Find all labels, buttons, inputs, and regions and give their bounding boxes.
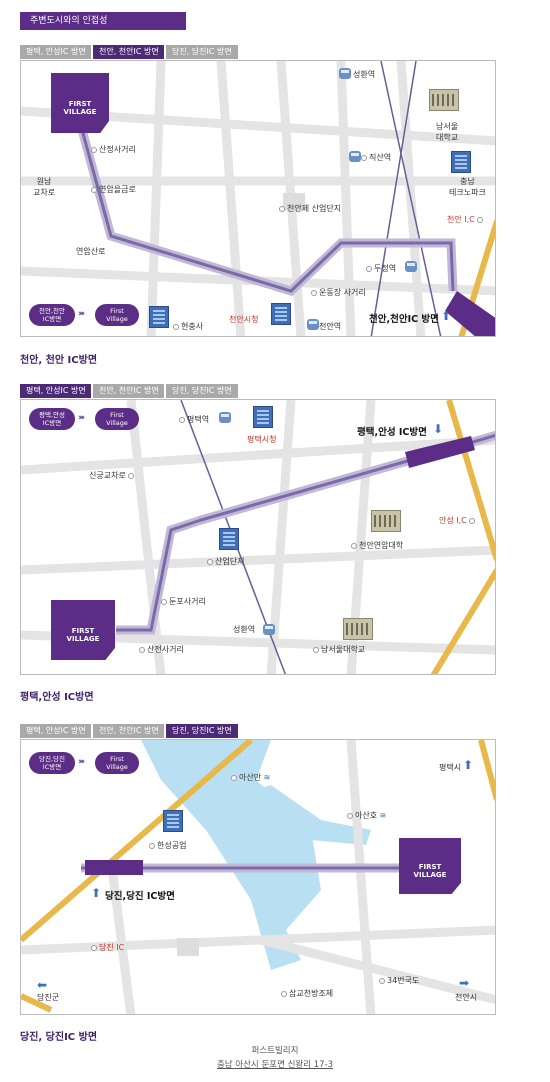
logo-text: FIRST VILLAGE bbox=[63, 100, 97, 116]
label-dujeong: 두정역 bbox=[366, 263, 396, 274]
label-dangjin-gun: 당진군 bbox=[37, 993, 60, 1002]
map-pyeongtaek: 평택,안성 IC방면 ››› First Village 평택역 평택시청 평택… bbox=[20, 399, 496, 675]
pill-first-village: First Village bbox=[95, 408, 139, 430]
label-seonghwan: 성환역 bbox=[233, 625, 256, 634]
train-icon bbox=[405, 261, 417, 272]
pill-from: 당진,당진 IC방면 bbox=[29, 752, 75, 774]
label-asan-bay: 아산만 ≋ bbox=[231, 772, 270, 783]
arrow-up-icon: ⬆ bbox=[91, 886, 102, 900]
label-wonnam: 원남 교차로 bbox=[33, 177, 56, 197]
tab-pyeongtaek[interactable]: 평택, 안성IC 방면 bbox=[20, 724, 91, 738]
tab-bar: 평택, 안성IC 방면 천안, 천안IC 방면 당진, 당진IC 방면 bbox=[20, 724, 238, 738]
train-icon bbox=[339, 68, 351, 79]
label-direction: 천안,천안IC 방면 bbox=[369, 314, 439, 325]
label-pt-city-hall: 평택시청 bbox=[247, 435, 277, 444]
label-city-hall: 천안시청 bbox=[229, 315, 259, 324]
label-asan-lake: 아산호 ≋ bbox=[347, 810, 386, 821]
label-sanjeong: 산정사거리 bbox=[91, 144, 136, 155]
label-yonam-univ: 천안연암대학 bbox=[351, 540, 403, 551]
label-hyeonchungsa: 현충사 bbox=[173, 321, 203, 332]
pill-first-village: First Village bbox=[95, 304, 139, 326]
arrow-up-icon: ⬆ bbox=[441, 309, 452, 323]
tab-cheonan[interactable]: 천안, 천안IC 방면 bbox=[93, 724, 164, 738]
pill-from: 평택,안성 IC방면 bbox=[29, 408, 75, 430]
label-dunpo: 둔포사거리 bbox=[161, 596, 206, 607]
footer-address: 충남 아산시 둔포면 신왕리 17-3 bbox=[216, 1060, 334, 1070]
label-pyeongtaek-station: 평택역 bbox=[179, 414, 209, 425]
building-icon bbox=[271, 303, 291, 325]
label-route34: 34번국도 bbox=[379, 975, 419, 986]
label-industrial: 천안제 산업단지 bbox=[279, 203, 341, 214]
map-section-dangjin: 평택, 안성IC 방면 천안, 천안IC 방면 당진, 당진IC 방면 당진,당… bbox=[20, 724, 496, 1044]
arrow-left-icon: ⬅ bbox=[37, 978, 48, 992]
label-anseong-ic: 안성 I,C bbox=[439, 515, 477, 526]
tab-pyeongtaek[interactable]: 평택, 안성IC 방면 bbox=[20, 45, 91, 59]
arrow-right-icon: ➡ bbox=[459, 976, 470, 990]
first-village-logo: FIRST VILLAGE bbox=[399, 838, 461, 894]
label-yeonam-sanno: 연암산로 bbox=[76, 247, 106, 256]
label-direction: 당진,당진 IC방면 bbox=[105, 891, 175, 902]
building-icon bbox=[163, 810, 183, 832]
arrow-down-icon: ⬇ bbox=[433, 422, 444, 436]
label-industrial: 산업단지 bbox=[207, 556, 244, 567]
label-dangjin-ic: 당진 IC bbox=[91, 942, 124, 953]
university-icon bbox=[429, 89, 459, 111]
building-icon bbox=[149, 306, 169, 328]
label-namseoul: 남서울대학교 bbox=[313, 644, 365, 655]
label-direction: 평택,안성 IC방면 bbox=[357, 427, 427, 438]
map-roads bbox=[21, 61, 495, 336]
tab-dangjin[interactable]: 당진, 당진IC 방면 bbox=[166, 724, 238, 738]
label-singung: 신궁교차로 bbox=[89, 470, 136, 481]
label-seonghwan: 성환역 bbox=[353, 70, 376, 79]
map-caption: 평택,안성 IC방면 bbox=[20, 692, 94, 703]
label-stadium: 운동장 사거리 bbox=[311, 287, 366, 298]
pill-first-village: First Village bbox=[95, 752, 139, 774]
map-cheonan: FIRST VILLAGE 산정사거리 원남 교차로 연암을금로 연암산로 성환… bbox=[20, 60, 496, 337]
arrows-icon: ››› bbox=[78, 413, 85, 423]
map-caption: 천안, 천안 IC방면 bbox=[20, 355, 98, 366]
tab-bar: 평택, 안성IC 방면 천안, 천안IC 방면 당진, 당진IC 방면 bbox=[20, 384, 238, 398]
label-sanjeon: 산전사거리 bbox=[139, 644, 184, 655]
arrows-icon: ››› bbox=[78, 309, 85, 319]
label-sapgyo: 삽교천방조제 bbox=[281, 988, 333, 999]
tab-pyeongtaek[interactable]: 평택, 안성IC 방면 bbox=[20, 384, 91, 398]
train-icon bbox=[307, 319, 319, 330]
arrows-icon: ››› bbox=[78, 757, 85, 767]
building-icon bbox=[219, 528, 239, 550]
label-chungnam-techno: 충남 테크노파크 bbox=[449, 177, 486, 197]
tab-bar: 평택, 안성IC 방면 천안, 천안IC 방면 당진, 당진IC 방면 bbox=[20, 45, 238, 59]
first-village-logo: FIRST VILLAGE bbox=[51, 600, 115, 660]
train-icon bbox=[219, 412, 231, 423]
train-icon bbox=[349, 151, 361, 162]
map-roads bbox=[21, 740, 495, 1014]
label-hanseong: 한성공업 bbox=[149, 840, 186, 851]
arrow-up-icon: ⬆ bbox=[463, 758, 474, 772]
logo-text: FIRST VILLAGE bbox=[66, 627, 100, 643]
tab-dangjin[interactable]: 당진, 당진IC 방면 bbox=[166, 384, 238, 398]
pill-from: 천안,천안 IC방면 bbox=[29, 304, 75, 326]
section-title: 주변도시와의 인접성 bbox=[20, 12, 186, 30]
university-icon bbox=[343, 618, 373, 640]
building-icon bbox=[253, 406, 273, 428]
tab-cheonan[interactable]: 천안, 천안IC 방면 bbox=[93, 45, 164, 59]
tab-cheonan[interactable]: 천안, 천안IC 방면 bbox=[93, 384, 164, 398]
tab-dangjin[interactable]: 당진, 당진IC 방면 bbox=[166, 45, 238, 59]
map-dangjin: 당진,당진 IC방면 ››› First Village 아산만 ≋ 평택시 ⬆… bbox=[20, 739, 496, 1015]
label-pyeongtaek-city: 평택시 bbox=[439, 763, 462, 772]
map-section-pyeongtaek: 평택, 안성IC 방면 천안, 천안IC 방면 당진, 당진IC 방면 평택,안… bbox=[20, 384, 496, 704]
map-caption: 당진, 당진IC 방면 bbox=[20, 1032, 98, 1043]
map-section-cheonan: 평택, 안성IC 방면 천안, 천안IC 방면 당진, 당진IC 방면 FIRS… bbox=[20, 45, 496, 380]
logo-text: FIRST VILLAGE bbox=[413, 863, 447, 880]
university-icon bbox=[371, 510, 401, 532]
footer-name: 퍼스트빌리지 bbox=[251, 1046, 299, 1056]
label-namseoul: 남서울 대학교 bbox=[436, 122, 459, 142]
train-icon bbox=[263, 624, 275, 635]
label-jiksan: 직산역 bbox=[361, 152, 391, 163]
label-cheonan-ic: 천안 I,C bbox=[447, 214, 485, 225]
label-cheonan-city: 천안시 bbox=[455, 993, 478, 1002]
building-icon bbox=[451, 151, 471, 173]
label-cheonan-station: 천안역 bbox=[319, 322, 342, 331]
first-village-logo: FIRST VILLAGE bbox=[51, 73, 109, 133]
label-yeonam-geumno: 연암을금로 bbox=[91, 184, 136, 195]
